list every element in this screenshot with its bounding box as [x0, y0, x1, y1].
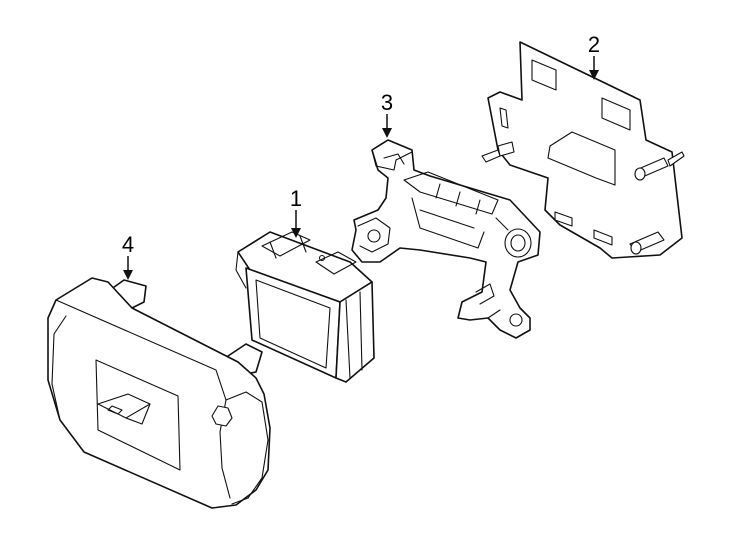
- sensor-cover: [47, 277, 271, 509]
- radar-sensor-module: [235, 231, 375, 383]
- callout-1: 1: [290, 186, 302, 238]
- callout-label: 2: [588, 32, 600, 57]
- callout-label: 3: [381, 90, 393, 115]
- callout-4: 4: [122, 232, 134, 280]
- mounting-plate: [481, 41, 685, 259]
- callout-3: 3: [381, 90, 393, 138]
- bolt: [634, 151, 685, 181]
- callout-label: 1: [290, 186, 302, 211]
- bolt: [629, 231, 665, 255]
- callout-2: 2: [588, 32, 600, 80]
- callout-label: 4: [122, 232, 134, 257]
- sensor-bracket: [351, 139, 541, 339]
- bolt: [481, 141, 515, 163]
